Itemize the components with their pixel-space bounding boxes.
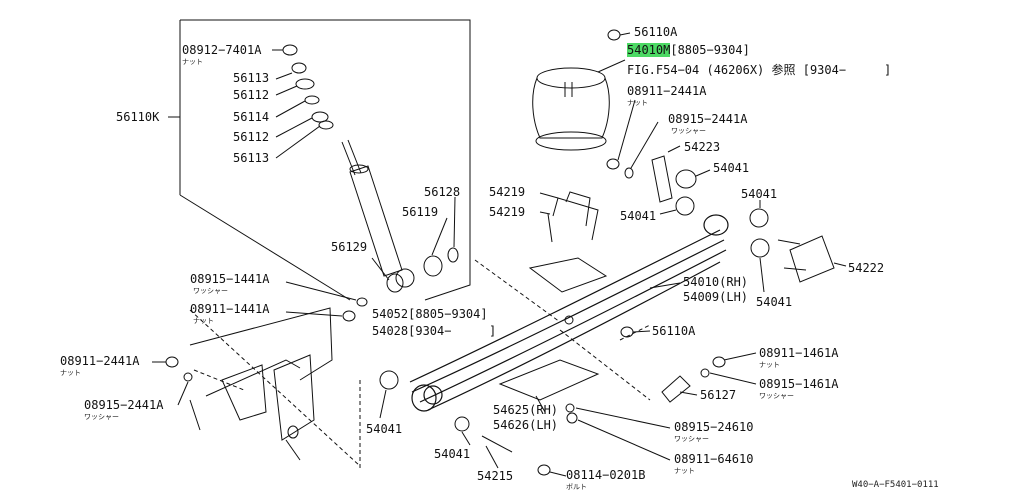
bolt-56127 <box>661 375 691 403</box>
label-54010-rh: 54010(RH) <box>683 275 749 289</box>
label-54028-end: ] <box>489 324 497 338</box>
sub-washer: ワッシャー <box>759 392 794 400</box>
shackle-plate <box>651 155 673 203</box>
sub-washer: ワッシャー <box>674 435 709 443</box>
bracket-54625 <box>498 359 600 401</box>
sub-washer: ワッシャー <box>193 287 228 295</box>
label-54052: 54052[8805−9304] <box>372 307 488 321</box>
label-54626: 54626(LH) <box>493 418 559 432</box>
label-54041-c: 54041 <box>620 209 657 223</box>
label-08915-2441a-left: 08915−2441A <box>84 398 164 412</box>
label-54010m-line: 54010M[8805−9304] <box>627 43 750 57</box>
chassis-frame <box>189 307 333 461</box>
shock-hardware <box>282 44 334 130</box>
label-08915-2441a-right: 08915−2441A <box>668 112 748 126</box>
label-54041-e: 54041 <box>366 422 403 436</box>
sub-washer: ワッシャー <box>671 127 706 135</box>
label-08911-1461a: 08911−1461A <box>759 346 839 360</box>
label-54009-lh: 54009(LH) <box>683 290 749 304</box>
label-54010m: 54010M <box>627 43 671 57</box>
sub-bolt: ボルト <box>566 483 587 491</box>
label-54219-b: 54219 <box>489 205 526 219</box>
label-56110k: 56110K <box>116 110 160 124</box>
label-54010m-range: [8805−9304] <box>670 43 750 57</box>
label-fig-ref: FIG.F54−04 (46206X) 参照 [9304− <box>627 63 847 77</box>
sub-nut: ナット <box>674 467 695 475</box>
label-08911-2441a-left: 08911−2441A <box>60 354 140 368</box>
label-56110a-mid: 56110A <box>652 324 696 338</box>
label-56113-b: 56113 <box>233 151 270 165</box>
label-08915-1441a: 08915−1441A <box>190 272 270 286</box>
label-56128: 56128 <box>424 185 461 199</box>
shock-absorber <box>341 139 415 293</box>
label-56113-a: 56113 <box>233 71 270 85</box>
label-54215: 54215 <box>477 469 514 483</box>
air-spring <box>532 67 610 151</box>
label-08915-24610: 08915−24610 <box>674 420 754 434</box>
label-54041-d: 54041 <box>756 295 793 309</box>
label-56129: 56129 <box>331 240 368 254</box>
sub-nut: ナット <box>759 361 780 369</box>
label-54041-f: 54041 <box>434 447 471 461</box>
label-54028: 54028[9304− <box>372 324 452 338</box>
label-54041-a: 54041 <box>713 161 750 175</box>
shackle-54222 <box>777 235 835 283</box>
kit-box-bottom <box>179 194 351 301</box>
label-54223: 54223 <box>684 140 721 154</box>
label-56110a-top: 56110A <box>634 25 678 39</box>
kit-box-outline <box>180 19 471 301</box>
label-08911-2441a-right: 08911−2441A <box>627 84 707 98</box>
label-08911-1441a: 08911−1441A <box>190 302 270 316</box>
label-08114-0201b: 08114−0201B <box>566 468 646 482</box>
label-54041-b: 54041 <box>741 187 778 201</box>
label-54625: 54625(RH) <box>493 403 559 417</box>
label-fig-ref-end: ] <box>884 63 892 77</box>
leaf-spring <box>409 214 729 412</box>
label-08911-64610: 08911−64610 <box>674 452 754 466</box>
sub-nut: ナット <box>193 317 214 325</box>
label-56112-a: 56112 <box>233 88 270 102</box>
sub-nut: ナット <box>60 369 81 377</box>
saddle-plate <box>528 257 608 293</box>
label-54219-a: 54219 <box>489 185 526 199</box>
document-code: W40−A−F5401−0111 <box>852 480 939 490</box>
label-56127: 56127 <box>700 388 737 402</box>
label-54222: 54222 <box>848 261 885 275</box>
sub-washer: ワッシャー <box>84 413 119 421</box>
label-56119: 56119 <box>402 205 439 219</box>
label-56112-b: 56112 <box>233 130 270 144</box>
sub-nut: ナット <box>182 58 203 66</box>
label-56114: 56114 <box>233 110 270 124</box>
label-08912-7401a: 08912−7401A <box>182 43 262 57</box>
u-bolt <box>547 191 599 243</box>
label-08915-1461a: 08915−1461A <box>759 377 839 391</box>
sub-nut: ナット <box>627 99 648 107</box>
